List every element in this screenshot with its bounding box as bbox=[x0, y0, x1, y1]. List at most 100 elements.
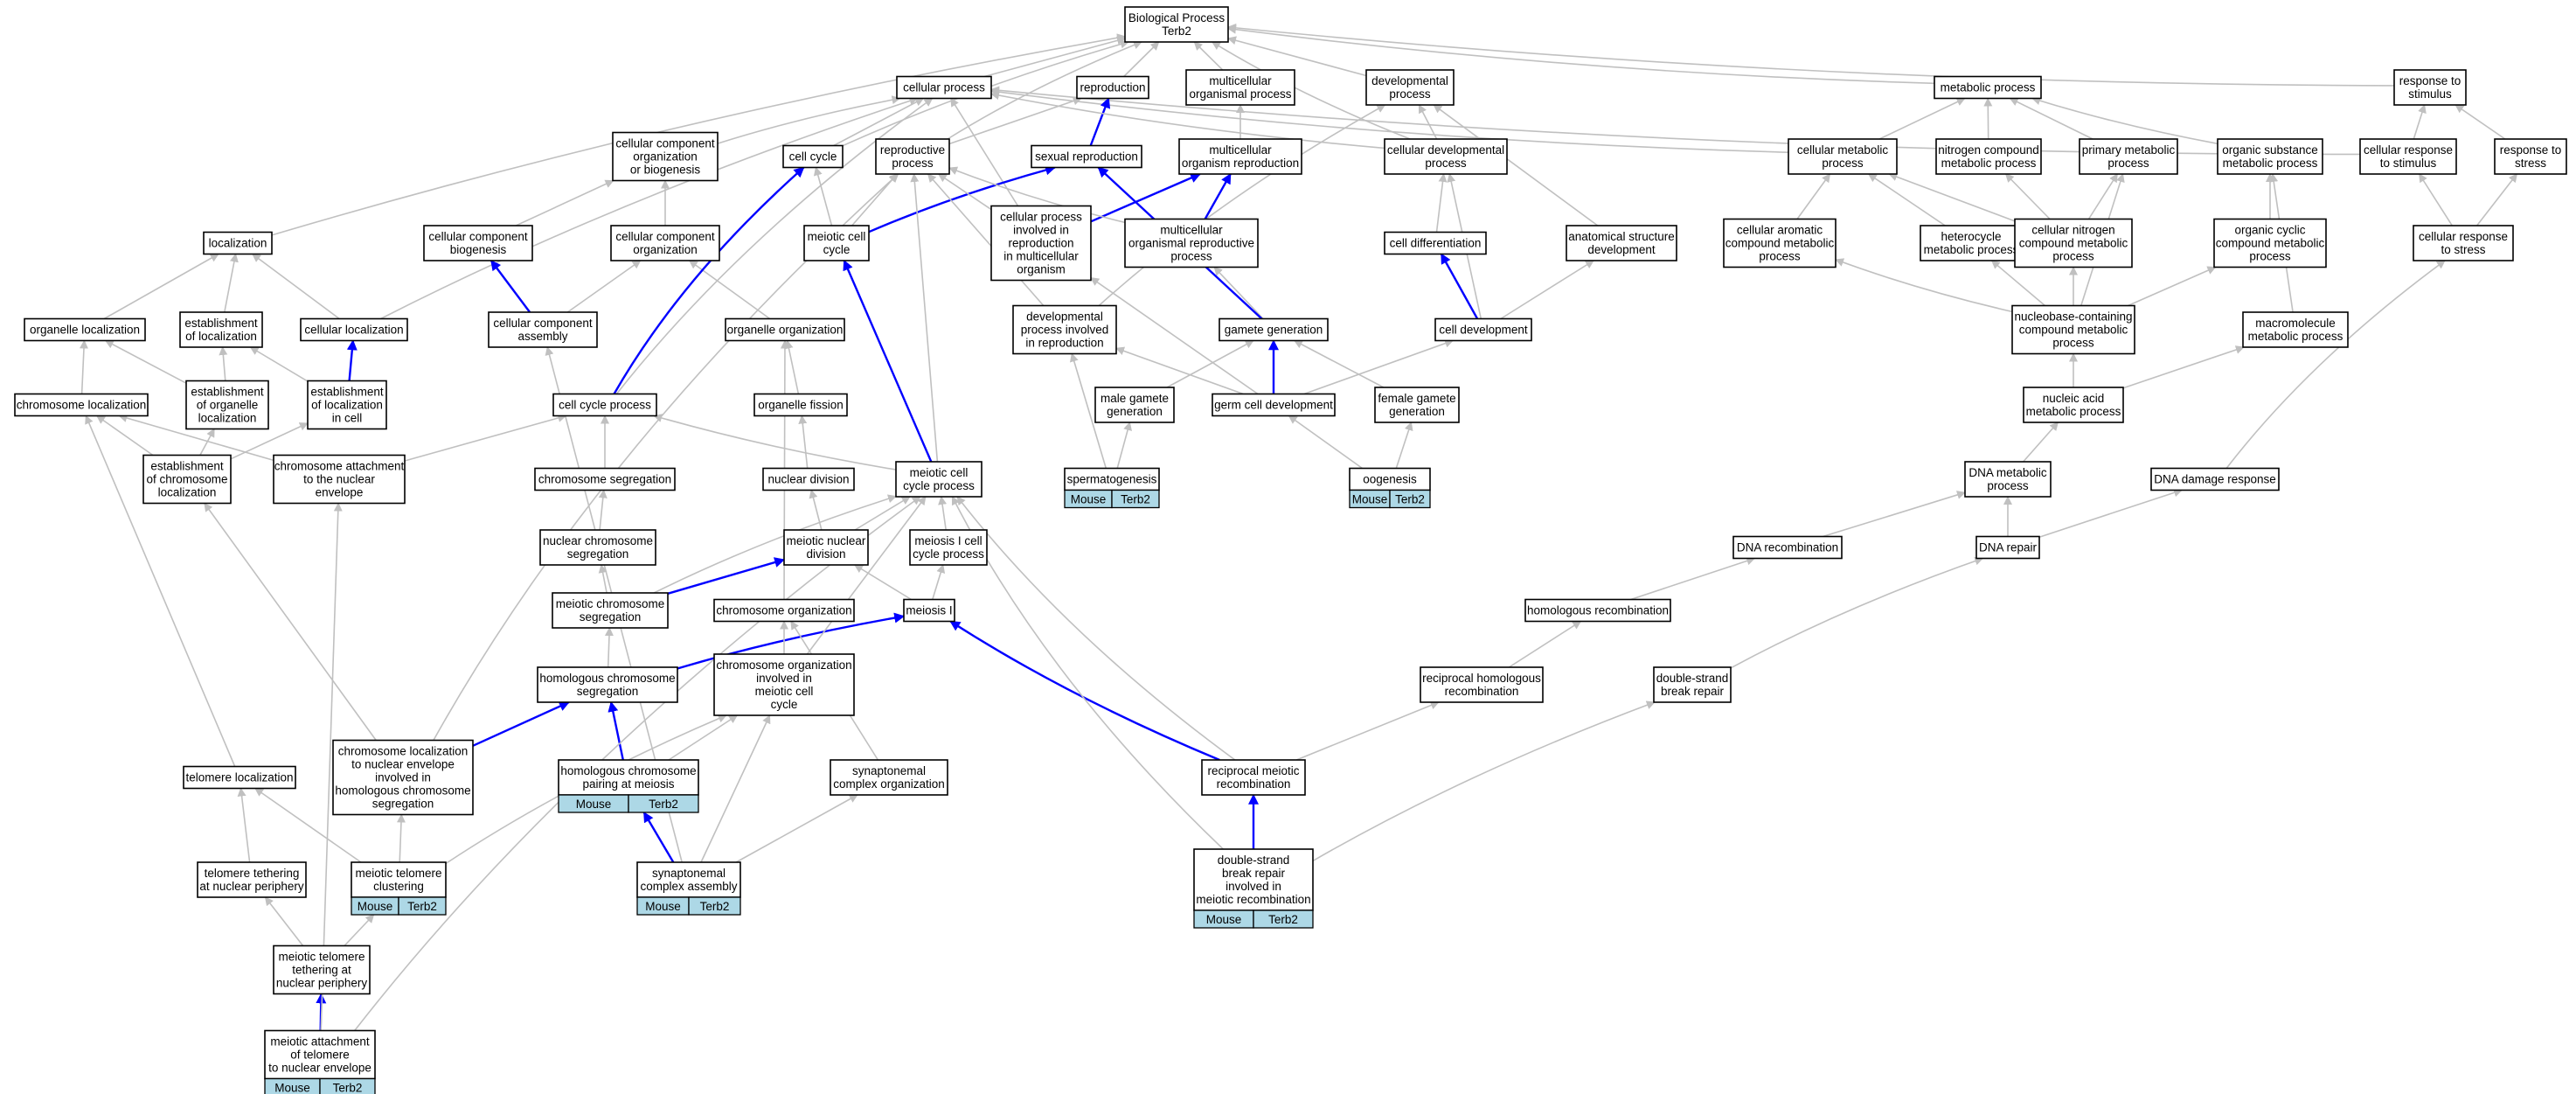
node-label-line: chromosome organization bbox=[716, 658, 851, 672]
node-label-line: cell cycle bbox=[789, 150, 837, 164]
node-cell-cycle[interactable]: cell cycle bbox=[782, 144, 844, 169]
edge-meiotic_telomere_clustering-to-cltne bbox=[396, 813, 406, 863]
node-cellular-localization[interactable]: cellular localization bbox=[300, 317, 408, 342]
node-dna-recombination[interactable]: DNA recombination bbox=[1732, 535, 1843, 560]
node-germ-cell-development[interactable]: germ cell development bbox=[1212, 393, 1336, 417]
node-organelle-fission[interactable]: organelle fission bbox=[753, 393, 848, 417]
node-meiosis-i[interactable]: meiosis I bbox=[903, 598, 955, 623]
node-label-line: synaptonemal bbox=[852, 764, 926, 777]
node-dna-repair[interactable]: DNA repair bbox=[1975, 535, 2040, 560]
node-telomere-localization[interactable]: telomere localization bbox=[183, 765, 296, 790]
node-box bbox=[1732, 535, 1843, 560]
node-organelle-localization[interactable]: organelle localization bbox=[24, 317, 146, 342]
node-cellular-process[interactable]: cellular process bbox=[896, 75, 992, 100]
node-dna-damage-response[interactable]: DNA damage response bbox=[2150, 467, 2280, 491]
node-organelle-organization[interactable]: organelle organization bbox=[725, 317, 845, 342]
node-chromosome-localization[interactable]: chromosome localization bbox=[14, 393, 149, 417]
node-metabolic-process[interactable]: metabolic process bbox=[1934, 75, 2042, 100]
node-label-line: or biogenesis bbox=[630, 164, 701, 177]
edge-meiotic_chromosome_segregation-to-meiotic_nuclear_division bbox=[667, 557, 786, 595]
node-localization[interactable]: localization bbox=[203, 231, 273, 255]
node-cell-cycle-process[interactable]: cell cycle process bbox=[552, 393, 657, 417]
node-label-line: envelope bbox=[316, 486, 364, 499]
node-chromosome-organization[interactable]: chromosome organization bbox=[713, 598, 855, 623]
node-homologous-recombination[interactable]: homologous recombination bbox=[1524, 598, 1671, 623]
node-chromosome-segregation[interactable]: chromosome segregation bbox=[534, 467, 676, 491]
node-box bbox=[1201, 759, 1306, 796]
edge-nccmp-to-cacmp bbox=[1835, 258, 2013, 313]
node-cell-development[interactable]: cell development bbox=[1434, 317, 1532, 342]
node-cell-differentiation[interactable]: cell differentiation bbox=[1384, 231, 1487, 255]
edge-cellular_developmental_process-to-root bbox=[1211, 41, 1411, 140]
node-reproduction[interactable]: reproduction bbox=[1076, 75, 1149, 100]
node-label-line: localization bbox=[198, 412, 257, 425]
node-label-line: double-strand bbox=[1656, 672, 1729, 685]
tag-cell bbox=[319, 1077, 376, 1094]
node-nuclear-division[interactable]: nuclear division bbox=[762, 467, 855, 491]
node-label-line: cell cycle process bbox=[559, 399, 651, 412]
node-sexual-reproduction[interactable]: sexual reproduction bbox=[1031, 144, 1142, 169]
node-gamete-generation[interactable]: gamete generation bbox=[1219, 317, 1329, 342]
node-box bbox=[1384, 138, 1508, 175]
